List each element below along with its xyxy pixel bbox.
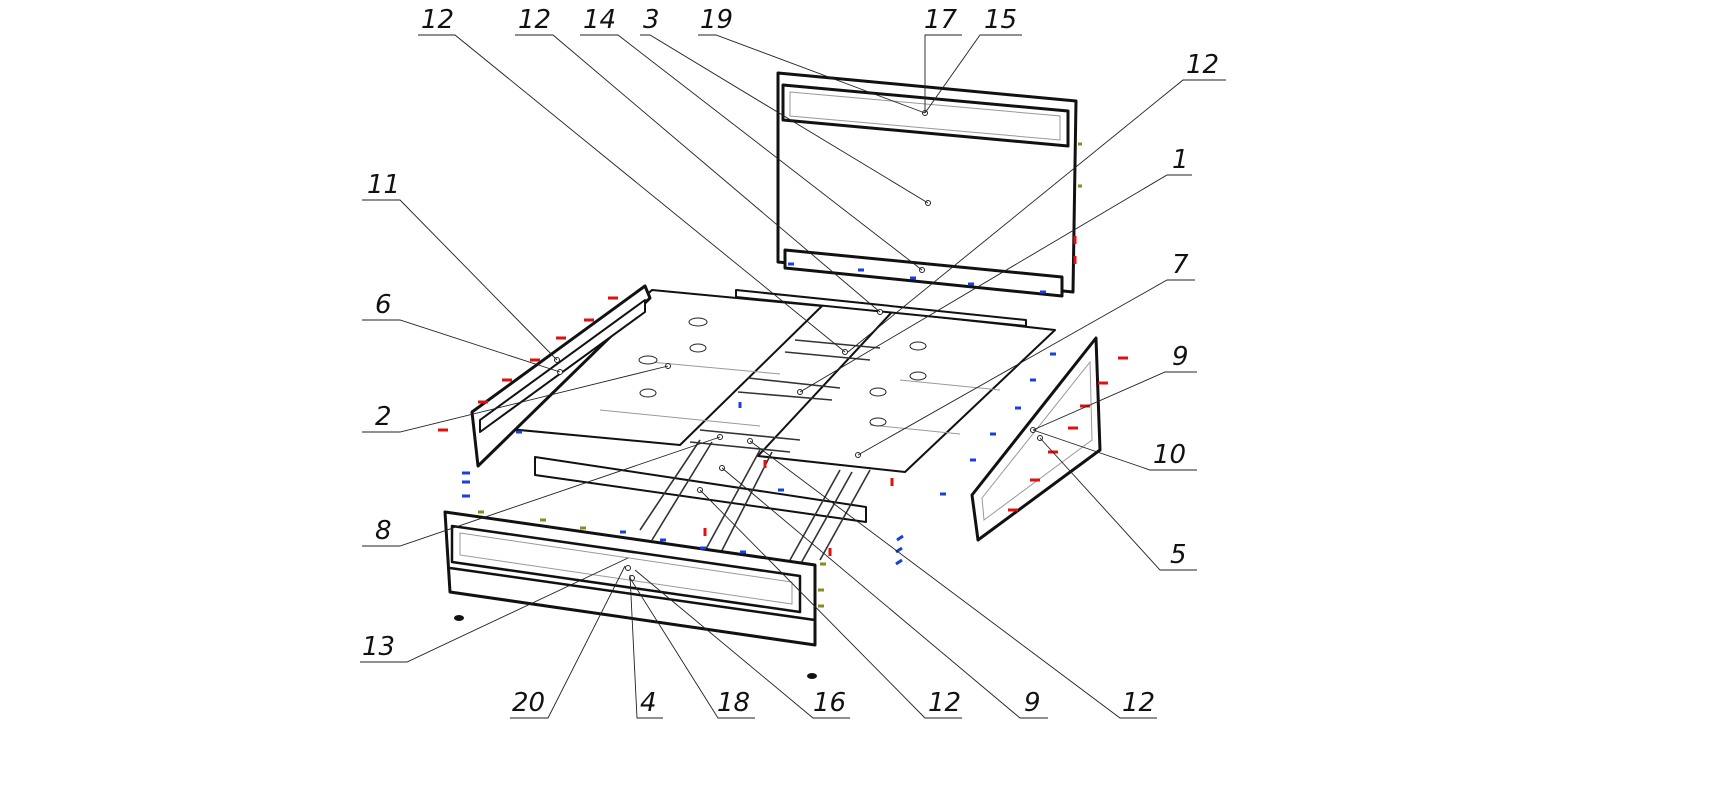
label-12: 12	[518, 5, 551, 35]
label-19: 19	[700, 5, 733, 35]
label-4: 4	[640, 688, 657, 718]
headboard	[776, 71, 1078, 298]
label-9: 9	[1172, 342, 1189, 372]
leader-lines	[360, 34, 1226, 719]
label-15: 15	[984, 5, 1017, 35]
label-7: 7	[1172, 250, 1189, 280]
label-18: 18	[717, 688, 750, 718]
slat-holders	[638, 317, 927, 427]
label-3: 3	[643, 5, 660, 35]
label-13: 13	[362, 632, 395, 662]
label-5: 5	[1170, 540, 1187, 570]
label-11: 11	[367, 170, 400, 200]
label-8: 8	[375, 516, 392, 546]
label-2: 2	[375, 402, 392, 432]
label-1: 1	[1172, 145, 1189, 175]
label-9: 9	[1024, 688, 1041, 718]
slat-base	[497, 289, 1056, 473]
label-12: 12	[1122, 688, 1155, 718]
label-12: 12	[421, 5, 454, 35]
label-12: 12	[1186, 50, 1219, 80]
label-12: 12	[928, 688, 961, 718]
label-10: 10	[1153, 440, 1186, 470]
left-side-rail	[470, 284, 652, 468]
fasteners	[438, 142, 1128, 679]
label-20: 20	[512, 688, 545, 718]
label-17: 17	[924, 5, 958, 35]
right-side-rail	[970, 336, 1102, 542]
label-14: 14	[583, 5, 616, 35]
label-16: 16	[813, 688, 846, 718]
part-labels: 12 12 14 3 19 17 15 12 1 7 9 10 5 11 6 2…	[362, 5, 1219, 718]
label-6: 6	[375, 290, 392, 320]
